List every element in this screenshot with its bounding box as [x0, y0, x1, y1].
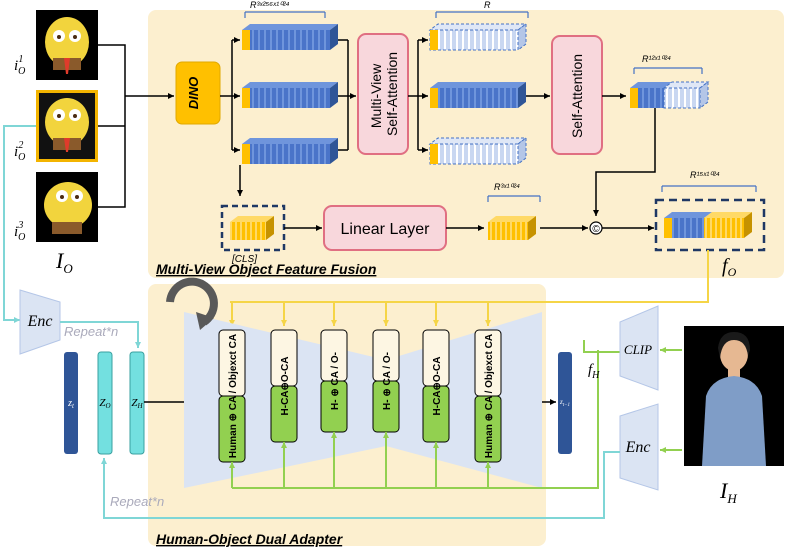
feature-tensor-1 [242, 24, 338, 50]
object-image-2 [36, 90, 98, 162]
label-io-3: iO3 [14, 220, 25, 243]
label-big-io: IO [55, 248, 73, 276]
adapter-block: H-CA⊕O-CA [422, 329, 450, 443]
self-attention-label: Self-Attention [569, 54, 585, 138]
mv-self-attention-label: Multi-View Self-Attention [368, 52, 400, 136]
cls-token [230, 216, 274, 240]
label-ih: IH [719, 478, 737, 506]
zh-label: ZH [131, 397, 143, 410]
self-attention-box [551, 35, 603, 155]
adapter-label: H-CA⊕O-CA [280, 357, 291, 416]
fo-tensor [664, 212, 752, 238]
enc-right [619, 403, 659, 491]
adapter-block: H- ⊕ CA / O- [320, 329, 348, 433]
mv-self-attention-line-1: Multi-View [368, 63, 384, 128]
section-title-top: Multi-View Object Feature Fusion [156, 261, 376, 277]
feature-tensor-5 [430, 82, 526, 108]
adapter-block: H- ⊕ CA / O- [372, 329, 400, 433]
repeat-top: Repeat*n [64, 324, 118, 339]
adapter-label: H-CA⊕O-CA [432, 357, 443, 416]
zt-bar [64, 352, 78, 454]
fo-box [654, 198, 766, 252]
feature-tensor-6 [428, 137, 528, 165]
dino-label: DINO [186, 77, 201, 110]
enc-right-label: Enc [625, 439, 651, 456]
rotate-icon [166, 277, 218, 330]
adapter-label: Human ⊕ CA / Objexct CA [484, 334, 495, 458]
enc-left-label: Enc [27, 313, 53, 330]
adapter-block: Human ⊕ CA / Objexct CA [218, 329, 246, 463]
concat-symbol: © [592, 224, 600, 235]
adapter-label: H- ⊕ CA / O- [382, 352, 393, 410]
enc-left [19, 289, 61, 355]
label-r-3: R³ˣ¹⁰²⁴ [494, 182, 520, 192]
label-r-top-2: R [484, 0, 491, 10]
adapter-label: H- ⊕ CA / O- [330, 352, 341, 410]
mv-self-attention-line-2: Self-Attention [384, 52, 400, 136]
clip-encoder [619, 305, 659, 391]
mv-self-attention-box [357, 33, 409, 155]
feature-tensor-2 [242, 82, 338, 108]
label-r-15: R¹⁵ˣ¹⁰²⁴ [690, 170, 720, 180]
label-fh: fH [588, 362, 600, 381]
zo-label: ZO [99, 397, 110, 410]
feature-tensor-7 [630, 81, 710, 109]
linear-output-tensor [488, 216, 536, 240]
label-r-top-1: R³ˣ²⁵⁶ˣ¹⁰²⁴ [250, 0, 290, 10]
adapter-block: H-CA⊕O-CA [270, 329, 298, 443]
human-image [684, 326, 784, 466]
zh-bar [129, 351, 145, 455]
zt1-bar [558, 352, 572, 454]
adapter-block: Human ⊕ CA / Objexct CA [474, 329, 502, 463]
label-io-2: iO2 [14, 140, 25, 163]
section-title-bottom: Human-Object Dual Adapter [156, 531, 344, 547]
label-r-12: R¹²ˣ¹⁰²⁴ [642, 54, 671, 64]
object-image-3 [36, 172, 98, 242]
label-io-1: iO1 [14, 54, 25, 77]
object-image-1 [36, 10, 98, 80]
zt-label: zt [67, 398, 75, 410]
label-fo: fO [722, 255, 737, 279]
zo-bar [97, 351, 113, 455]
zt1-label: zt−1 [559, 398, 570, 408]
clip-label: CLIP [624, 342, 652, 357]
cls-label: [CLS] [231, 254, 257, 265]
repeat-bottom: Repeat*n [110, 494, 164, 509]
linear-layer-label: Linear Layer [341, 221, 431, 238]
feature-tensor-3 [242, 138, 338, 164]
feature-tensor-4 [428, 23, 528, 51]
adapter-label: Human ⊕ CA / Objexct CA [228, 334, 239, 458]
dino-box [175, 61, 221, 125]
